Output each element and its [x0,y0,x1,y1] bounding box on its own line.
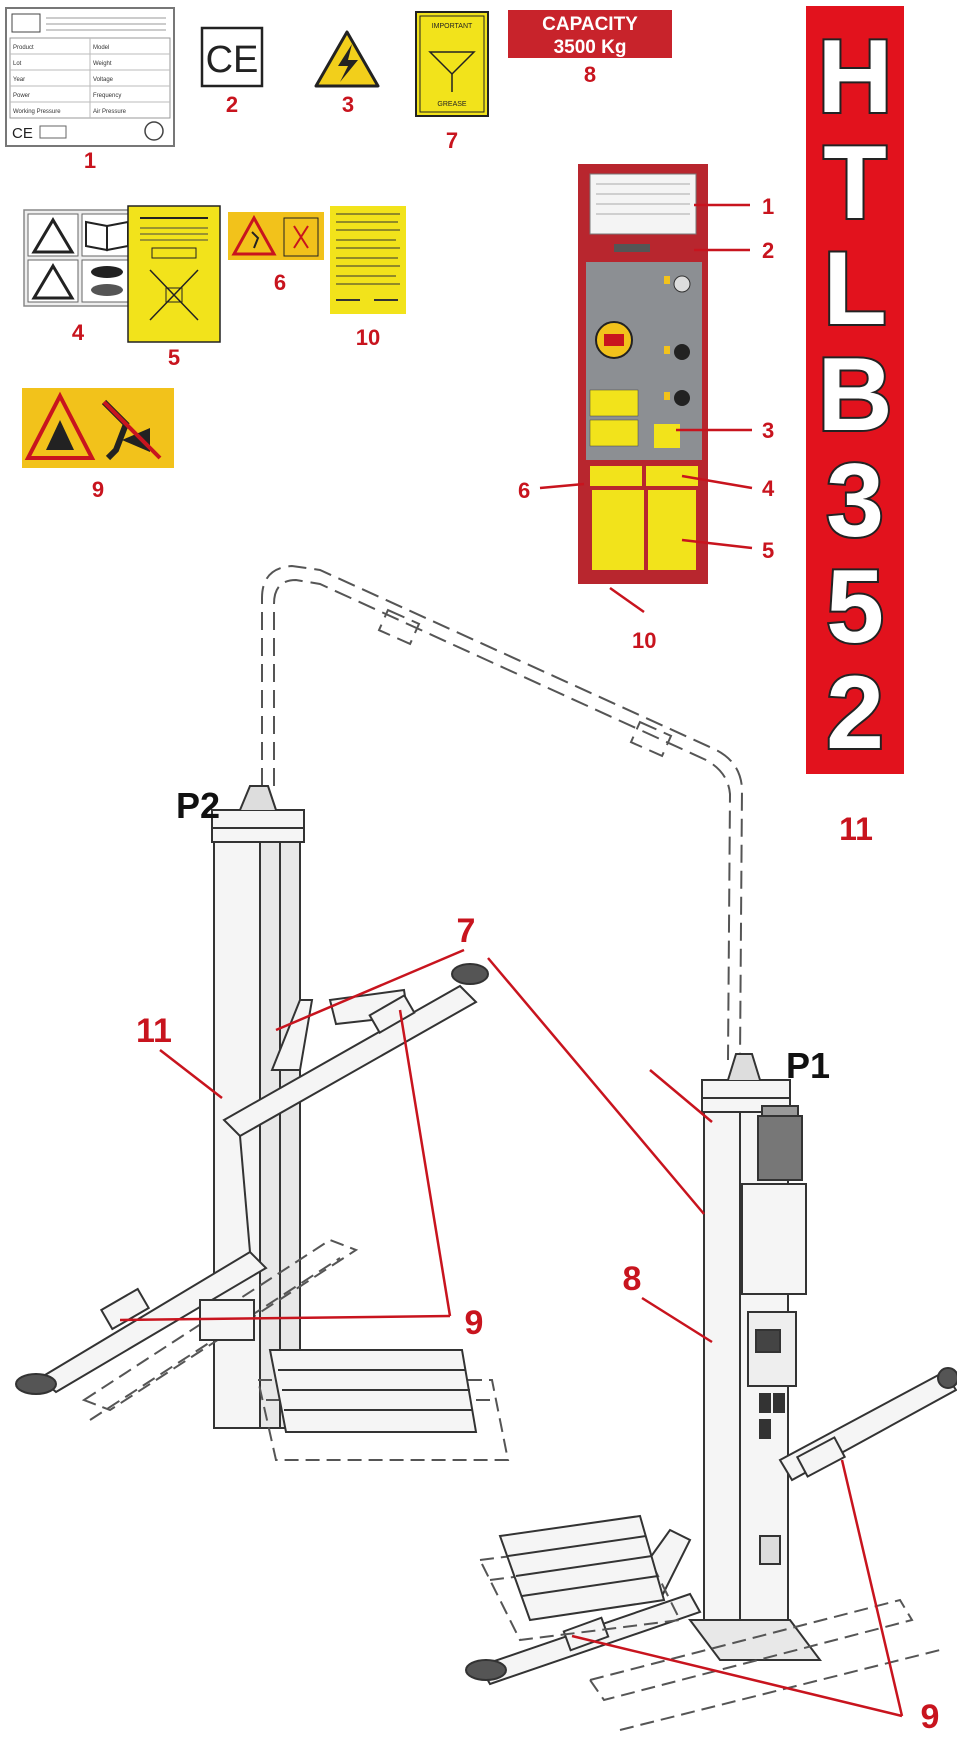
label-7: 7 [446,128,458,153]
nameplate-field: Weight [93,61,112,67]
recycle-icon [144,121,164,141]
column-panel [578,164,708,584]
ce-decal: CE [200,26,264,88]
p1-power-unit [741,1105,807,1565]
overhead-frame-dashed [261,564,744,1061]
label-11-banner: 11 [839,811,873,847]
label-10: 10 [356,325,380,350]
grease-footer: GREASE [437,101,467,108]
p2-ramp [199,1299,478,1433]
nameplate-ce-mark: CE [12,125,33,142]
p1-ramp [498,1514,666,1622]
ce-mark-text: CE [206,39,259,81]
panel-label-10: 10 [632,628,656,653]
crush-hazard-decal [22,388,174,468]
vehicle-icon [91,284,123,296]
crush-icon [46,420,74,450]
warning-manual-decal [23,209,137,307]
electric-hazard-decal [314,30,380,88]
no-person-icon [293,225,309,249]
nameplate-decal: Product Lot Year Power Working Pressure … [5,7,175,147]
banner-letter: 2 [826,655,884,771]
grease-decal: IMPORTANT GREASE [415,11,489,117]
banner-letter: L [823,231,887,347]
lift-arms-icon [149,269,199,321]
capacity-title: CAPACITY [542,14,638,35]
panel-label-5: 5 [762,538,774,563]
nameplate-field: Frequency [93,93,121,99]
falling-person-icon [251,231,260,249]
nameplate-grid: Product Lot Year Power Working Pressure … [9,37,171,119]
instructions-decal [330,206,406,314]
capacity-decal: CAPACITY 3500 Kg [508,10,672,58]
model-banner-decal: H T L B 3 5 2 [806,6,904,774]
lift-leader-lines [119,948,904,1718]
banner-letter: B [817,337,892,453]
column-label-p1: P1 [786,1045,830,1086]
lift-label-9-p2: 9 [465,1304,484,1342]
lightning-icon [338,44,358,82]
label-6: 6 [274,270,286,295]
nameplate-field: Voltage [93,77,114,83]
column-label-p2: P2 [176,785,220,826]
panel-label-3: 3 [762,418,774,443]
label-8: 8 [584,62,596,87]
banner-letter: 3 [826,443,884,559]
nameplate-field: Working Pressure [13,109,61,115]
column-p2 [211,785,305,1429]
label-1: 1 [84,148,96,173]
nameplate-field: Year [13,77,25,83]
grease-funnel-icon [428,51,476,76]
nameplate-field: Power [13,93,30,99]
label-5: 5 [168,345,180,370]
banner-letter: H [817,19,892,135]
banner-letter: 5 [826,549,884,665]
nameplate-field: Lot [13,61,22,67]
fall-hazard-decal [228,212,324,260]
panel-label-4: 4 [762,476,775,501]
lift-label-7: 7 [457,912,476,950]
nameplate-field: Model [93,45,109,51]
label-2: 2 [226,92,238,117]
nameplate-field: Product [13,45,34,51]
lift-label-9-p1: 9 [921,1698,940,1736]
panel-label-2: 2 [762,238,774,263]
banner-letter: T [823,125,887,241]
lift-diagram-decal [127,205,221,343]
warning-icon [31,217,75,254]
warning-icon [231,214,277,256]
grease-header: IMPORTANT [432,23,473,30]
warning-icon [24,391,96,460]
nameplate-field: Air Pressure [93,109,127,115]
panel-label-6: 6 [518,478,530,503]
vehicle-icon [91,266,123,278]
label-3: 3 [342,92,354,117]
lift-label-8: 8 [623,1260,642,1298]
label-4: 4 [72,320,85,345]
capacity-value: 3500 Kg [554,37,627,58]
panel-label-1: 1 [762,194,774,219]
lift-label-11: 11 [136,1012,172,1050]
warning-icon [31,263,75,300]
panel-leader-lines [539,203,753,614]
label-9: 9 [92,477,104,502]
